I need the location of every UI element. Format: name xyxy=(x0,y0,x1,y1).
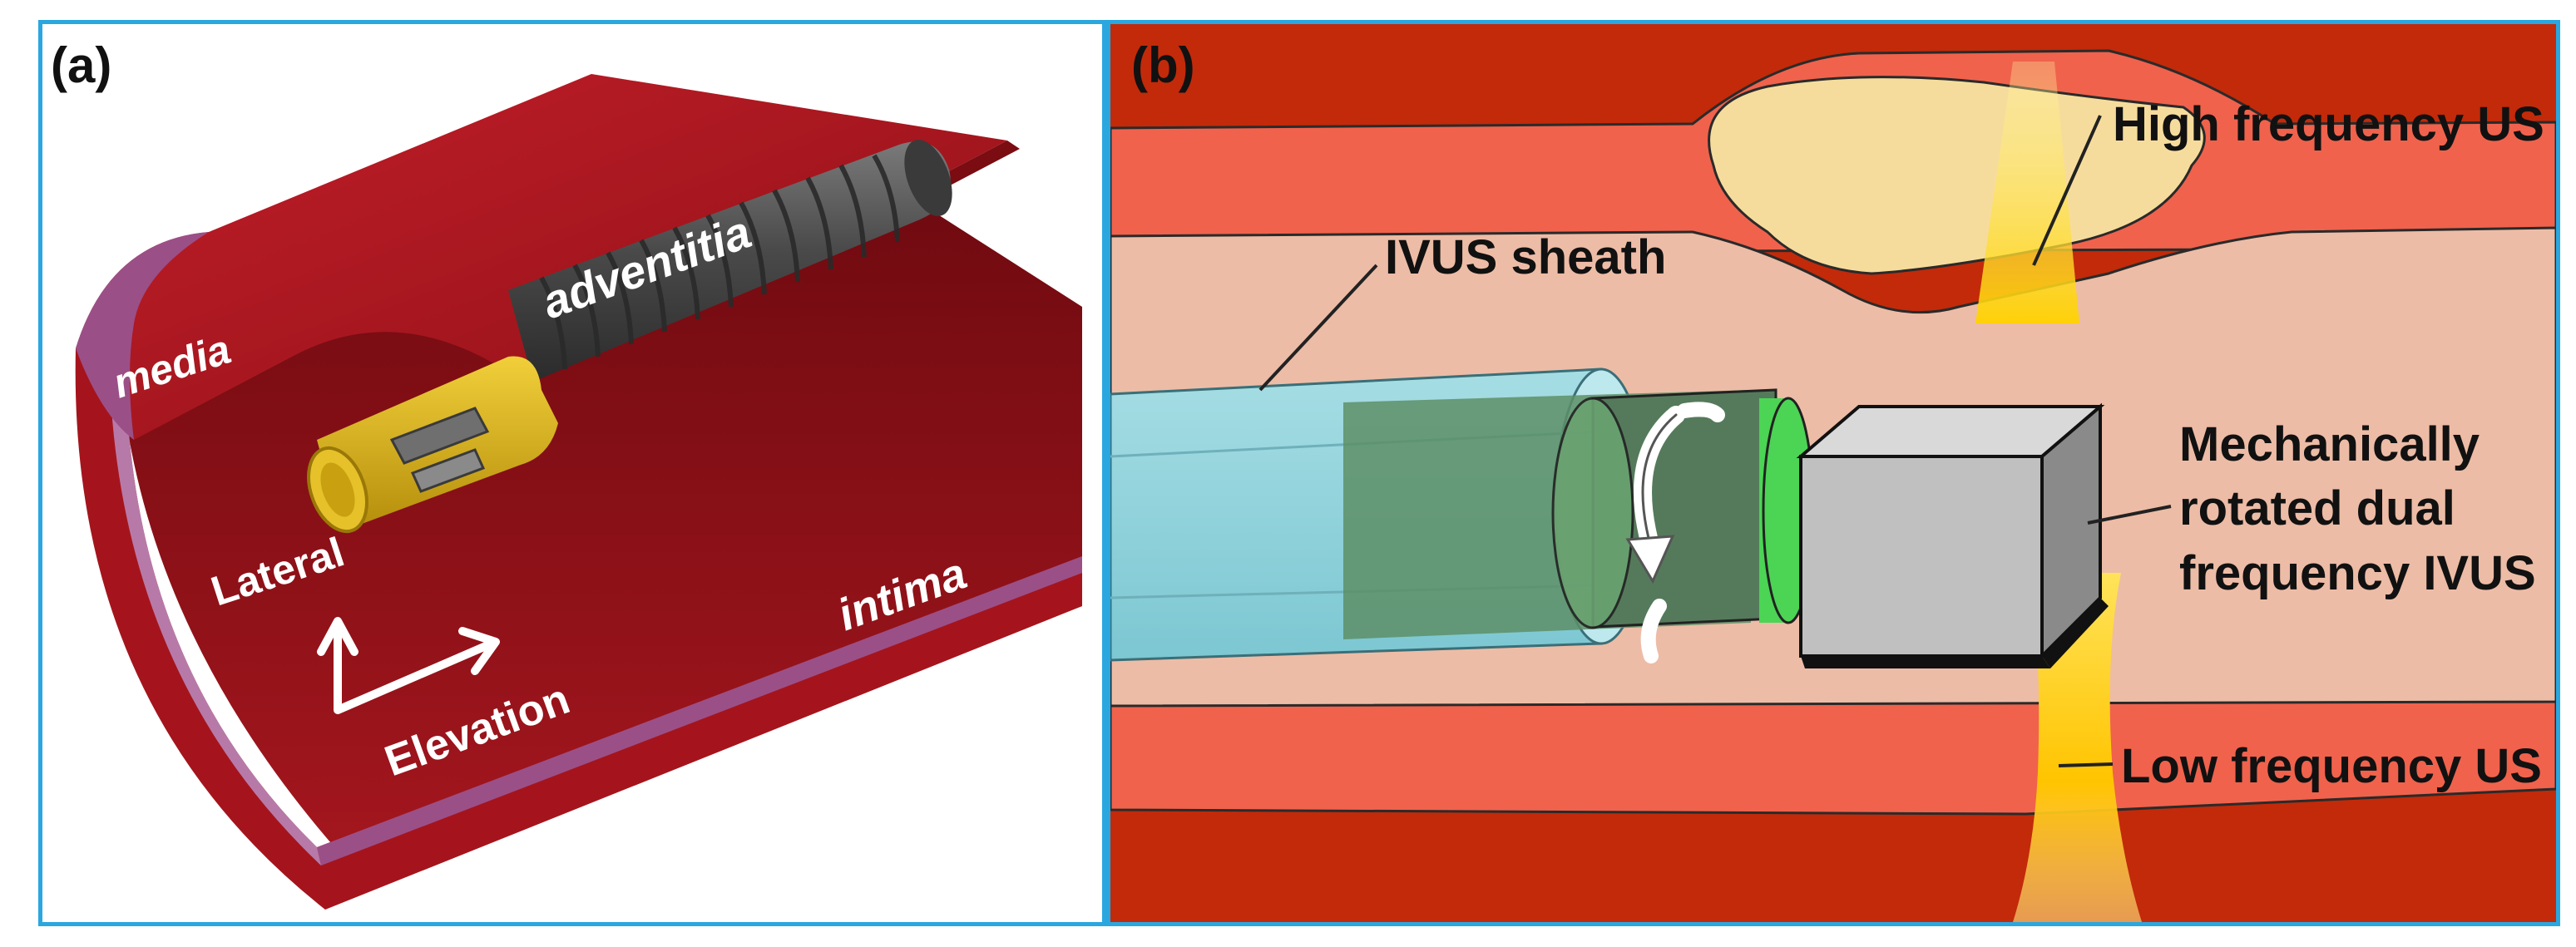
ivus-schematic-illustration: (b) High frequency US IVUS sheath Mechan… xyxy=(1110,24,2556,922)
transducer-element xyxy=(389,407,490,465)
leader-device xyxy=(2087,505,2172,525)
vessel-cutaway-illustration: (a) adventitia media intima Lateral Elev… xyxy=(51,37,1082,910)
label-high-frequency-us: High frequency US xyxy=(2113,97,2544,151)
catheter-core xyxy=(1343,388,1815,639)
panel-b-ivus-schematic: (b) High frequency US IVUS sheath Mechan… xyxy=(1106,20,2560,926)
panel-a-vessel-cutaway: (a) adventitia media intima Lateral Elev… xyxy=(38,20,1106,926)
plaque xyxy=(1708,76,2206,275)
front-media-ring xyxy=(109,340,321,866)
axis-arrow-lines xyxy=(334,627,496,714)
panel-a-label: (a) xyxy=(51,37,111,93)
bottom-media-edge xyxy=(317,556,1082,866)
leader-high-frequency xyxy=(2032,115,2102,266)
vessel-top-wall xyxy=(76,74,1007,440)
orientation-axes xyxy=(317,617,500,714)
vessel-bottom-wall xyxy=(75,340,1082,910)
high-frequency-beam xyxy=(1975,62,2079,323)
leader-sheath xyxy=(1258,264,1378,392)
catheter-coil xyxy=(508,140,952,382)
dual-frequency-transducer xyxy=(1796,402,2109,668)
label-device-line-1: Mechanically xyxy=(2179,417,2480,471)
label-low-frequency-us: Low frequency US xyxy=(2121,739,2542,793)
label-device-line-2: rotated dual xyxy=(2179,481,2455,535)
label-ivus-sheath: IVUS sheath xyxy=(1385,230,1666,284)
rotation-arrow-icon xyxy=(1625,402,1725,663)
transducer-housing xyxy=(307,356,558,534)
leader-low-frequency xyxy=(2058,762,2114,767)
label-device-line-3: frequency IVUS xyxy=(2179,546,2536,600)
top-media-edge xyxy=(76,232,209,440)
callout-leaders xyxy=(1258,115,2172,767)
panel-b-label: (b) xyxy=(1131,37,1195,93)
